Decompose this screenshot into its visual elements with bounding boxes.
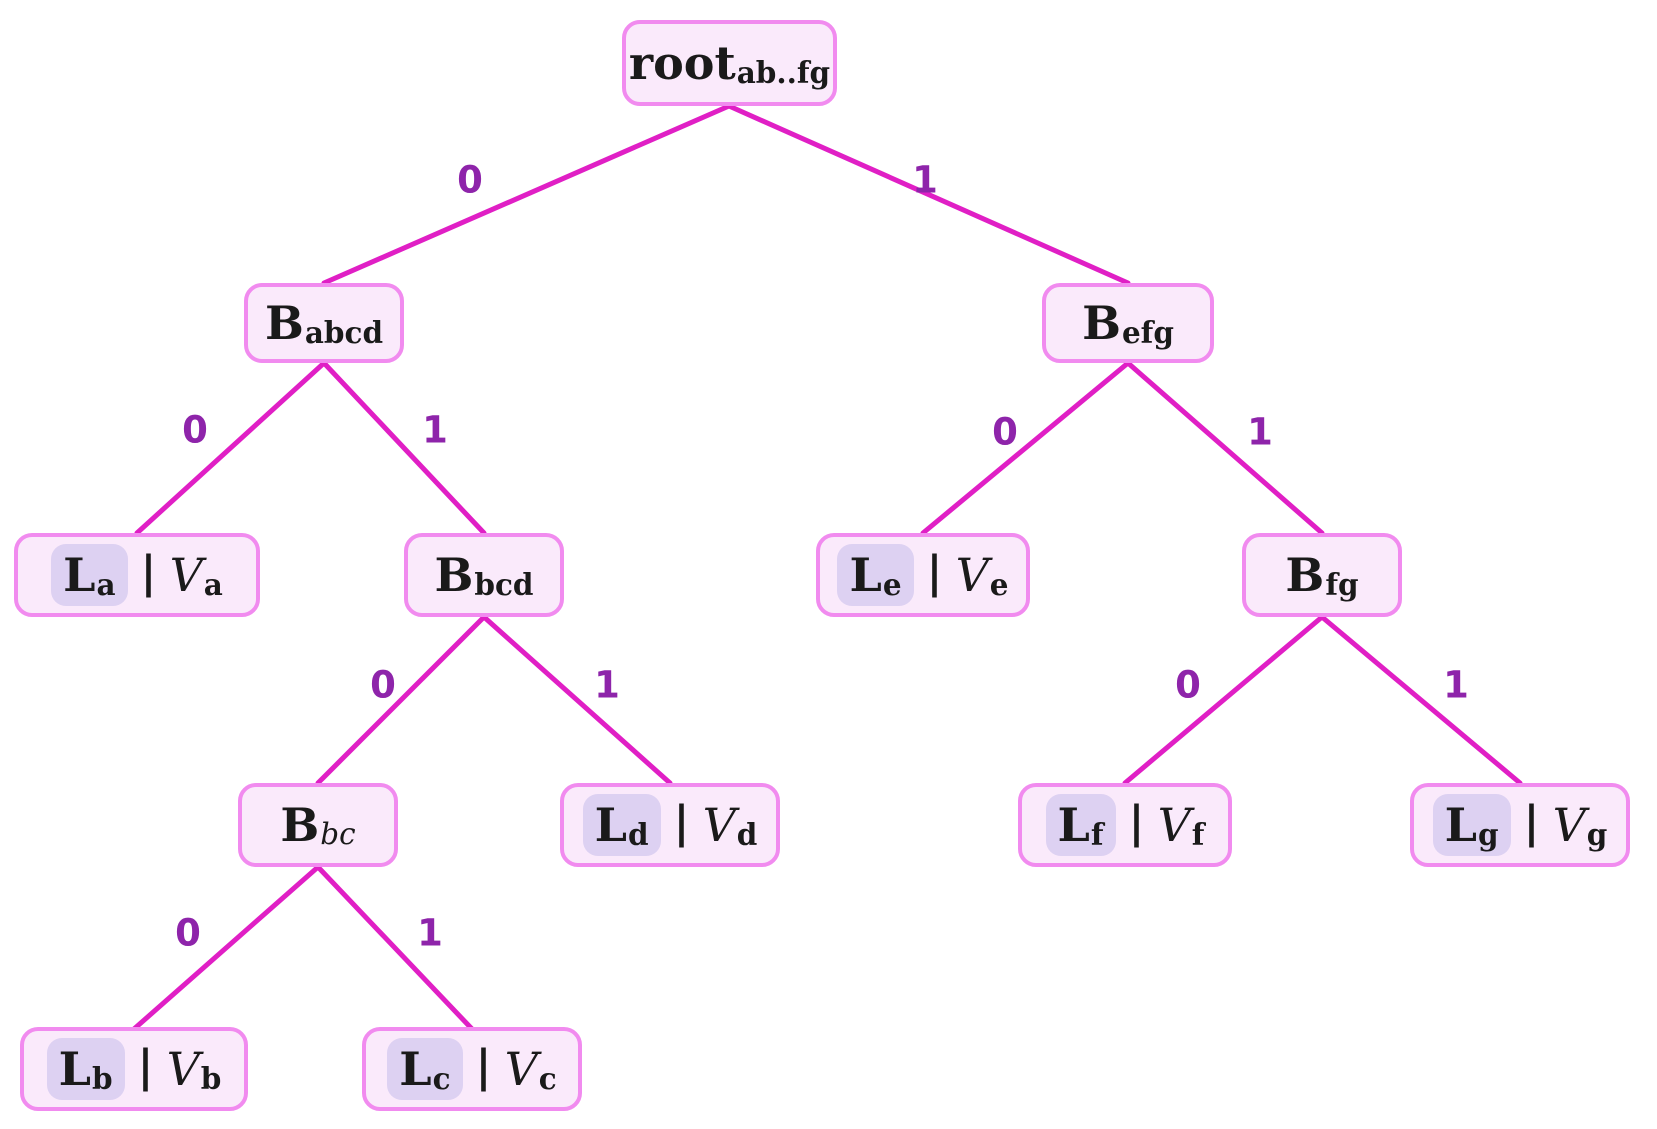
edge-label-bbcd-right: 1: [594, 663, 620, 707]
leaf-d-separator: |: [673, 797, 690, 848]
leaf-d-l-subscript: d: [627, 817, 649, 853]
node-b-efg-label: B: [1082, 296, 1121, 350]
node-b-bcd-subscript: bcd: [474, 567, 534, 603]
node-b-abcd-subscript: abcd: [304, 315, 384, 351]
node-b-bc-subscript: bc: [320, 817, 356, 852]
leaf-e-v-label: V: [955, 548, 989, 602]
leaf-g-separator: |: [1523, 797, 1540, 848]
leaf-a-l-subscript: a: [96, 567, 116, 603]
node-root-label: root: [628, 36, 736, 90]
leaf-e-v-subscript: e: [989, 567, 1009, 603]
leaf-a-separator: |: [140, 547, 157, 598]
node-root-subscript: ab..fg: [736, 55, 831, 91]
edge-label-befg-left: 0: [992, 410, 1018, 454]
leaf-e-separator: |: [926, 547, 943, 598]
edge-label-bbcd-left: 0: [370, 663, 396, 707]
leaf-a-v-subscript: a: [203, 567, 223, 603]
leaf-f-separator: |: [1128, 797, 1145, 848]
leaf-c-v-subscript: c: [538, 1061, 557, 1097]
leaf-f-v-label: V: [1157, 798, 1191, 852]
edge-label-root-right: 1: [912, 158, 938, 202]
leaf-d-v-subscript: d: [736, 817, 758, 853]
leaf-f-l-subscript: f: [1090, 817, 1104, 853]
leaf-b-v-label: V: [166, 1042, 200, 1096]
leaf-c-l-label: L: [399, 1042, 432, 1096]
node-b-bc-label: B: [280, 798, 320, 852]
leaf-b-separator: |: [137, 1041, 154, 1092]
edge-bfg-lg: [1319, 614, 1523, 786]
edge-befg-bfg: [1125, 360, 1325, 536]
node-b-bcd-label: B: [434, 548, 474, 602]
leaf-g-l-subscript: g: [1477, 817, 1499, 853]
edge-bbc-lb: [131, 864, 321, 1032]
edge-babcd-bbcd: [321, 360, 487, 536]
leaf-g-v-label: V: [1552, 798, 1586, 852]
edge-bbc-lc: [315, 864, 475, 1032]
leaf-c-l-subscript: c: [432, 1061, 451, 1097]
edge-label-bbc-right: 1: [417, 911, 443, 955]
node-b-efg-subscript: efg: [1121, 315, 1174, 351]
leaf-b-v-subscript: b: [200, 1061, 222, 1097]
leaf-b-l-subscript: b: [91, 1061, 113, 1097]
edge-label-bfg-right: 1: [1443, 663, 1469, 707]
edge-label-befg-right: 1: [1247, 410, 1273, 454]
leaf-e-l-subscript: e: [882, 567, 902, 603]
leaf-f-v-subscript: f: [1191, 817, 1205, 853]
leaf-e-l-label: L: [849, 548, 882, 602]
edge-label-babcd-left: 0: [182, 408, 208, 452]
edge-root-babcd: [321, 103, 732, 286]
leaf-g-v-subscript: g: [1586, 817, 1608, 853]
leaf-d-l-label: L: [594, 798, 627, 852]
edge-bbcd-ld: [481, 614, 673, 786]
edge-label-bfg-left: 0: [1175, 663, 1201, 707]
edge-label-bbc-left: 0: [175, 911, 201, 955]
node-b-abcd-label: B: [264, 296, 304, 350]
leaf-a-v-label: V: [169, 548, 203, 602]
node-b-fg-subscript: fg: [1325, 567, 1359, 603]
edge-babcd-la: [134, 360, 327, 536]
edge-label-babcd-right: 1: [422, 408, 448, 452]
leaf-g-l-label: L: [1444, 798, 1477, 852]
leaf-c-v-label: V: [504, 1042, 538, 1096]
edge-bfg-lf: [1122, 614, 1325, 786]
edge-befg-le: [920, 360, 1131, 536]
leaf-d-v-label: V: [702, 798, 736, 852]
edge-label-root-left: 0: [457, 158, 483, 202]
leaf-a-l-label: L: [63, 548, 96, 602]
edge-bbcd-bbc: [315, 614, 487, 786]
leaf-c-separator: |: [475, 1041, 492, 1092]
leaf-b-l-label: L: [58, 1042, 91, 1096]
leaf-f-l-label: L: [1057, 798, 1090, 852]
node-b-fg-label: B: [1285, 548, 1325, 602]
